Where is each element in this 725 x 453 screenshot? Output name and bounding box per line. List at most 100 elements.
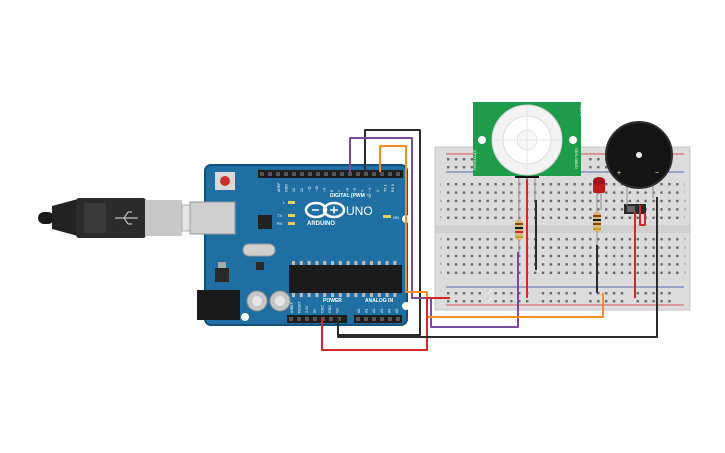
buzzer-minus: − bbox=[655, 170, 659, 177]
row-letter: f bbox=[440, 215, 442, 220]
pin-label: TX 1 bbox=[383, 184, 387, 192]
wire-red-5v bbox=[321, 297, 450, 351]
pin-label: A4 bbox=[387, 309, 391, 313]
pir-model: Rev B bbox=[579, 105, 584, 116]
row-letter: h bbox=[440, 198, 442, 203]
digital-header bbox=[258, 170, 403, 178]
pin-label: 7 bbox=[338, 190, 342, 192]
row-letter: h bbox=[684, 198, 686, 203]
crystal bbox=[242, 243, 276, 257]
row-letter: a bbox=[684, 270, 687, 275]
pin-label: Vin bbox=[336, 308, 340, 313]
l-led bbox=[288, 201, 295, 204]
row-letter: d bbox=[440, 244, 442, 249]
pin-label: 2 bbox=[376, 190, 380, 192]
arduino-logo-icon bbox=[304, 201, 346, 219]
pir-dome bbox=[491, 104, 563, 176]
usb-b-socket bbox=[189, 201, 236, 235]
pin-label: ~6 bbox=[345, 188, 349, 192]
voltage-regulator bbox=[215, 268, 229, 282]
row-letter: b bbox=[440, 261, 443, 266]
pin-label: 12 bbox=[300, 188, 304, 192]
pin-label: 8 bbox=[330, 190, 334, 192]
pin-label: 4 bbox=[361, 190, 365, 192]
pin-label: ~5 bbox=[353, 188, 357, 192]
resistor-2[interactable] bbox=[593, 205, 601, 245]
row-letter: e bbox=[440, 236, 443, 241]
row-letter: g bbox=[440, 206, 442, 211]
reset-button[interactable] bbox=[215, 172, 235, 190]
pin-label: ~9 bbox=[323, 188, 327, 192]
piezo-buzzer[interactable]: + − bbox=[605, 121, 673, 205]
brand-label: ARDUINO bbox=[307, 221, 335, 227]
wire-orange bbox=[379, 145, 604, 318]
power-header bbox=[287, 315, 402, 323]
row-letter: f bbox=[684, 215, 686, 220]
usb-cable bbox=[38, 198, 213, 238]
row-letter: i bbox=[684, 189, 685, 194]
on-label: ON bbox=[393, 215, 399, 220]
pir-part: SEN-08630 bbox=[574, 148, 579, 169]
row-letter: a bbox=[440, 270, 443, 275]
pin-label: GND bbox=[285, 184, 289, 192]
pin-label: A1 bbox=[365, 309, 369, 313]
pin-label: AREF bbox=[277, 182, 281, 192]
pir-brand: PARALLAX bbox=[472, 149, 477, 170]
pin-label: A2 bbox=[372, 309, 376, 313]
row-letter: b bbox=[684, 261, 687, 266]
row-letter: g bbox=[684, 206, 686, 211]
pin-label: A5 bbox=[395, 309, 399, 313]
pin-label: ~10 bbox=[315, 186, 319, 192]
analog-label: ANALOG IN bbox=[365, 298, 393, 304]
rx-led bbox=[288, 222, 295, 225]
pin-label: GND bbox=[320, 305, 324, 313]
row-letter: c bbox=[440, 253, 442, 258]
on-led bbox=[383, 215, 391, 218]
pin-label: A0 bbox=[357, 309, 361, 313]
wire-purple bbox=[349, 137, 519, 328]
slide-switch[interactable] bbox=[624, 204, 646, 214]
led-red[interactable] bbox=[593, 177, 605, 210]
pin-label: RX 0 bbox=[391, 184, 395, 192]
row-letter: j bbox=[439, 181, 441, 186]
usb-chip bbox=[258, 215, 272, 229]
pin-label: 3.3V bbox=[305, 305, 309, 313]
row-letter: d bbox=[684, 244, 686, 249]
pin-label: IOREF bbox=[290, 301, 294, 313]
wires bbox=[321, 129, 658, 351]
wire-black-gnd bbox=[337, 197, 658, 338]
tx-label: TX bbox=[277, 213, 282, 218]
model-label: UNO bbox=[346, 204, 373, 218]
usb-icon bbox=[115, 211, 138, 225]
capacitors bbox=[246, 290, 291, 312]
pin-label: 13 bbox=[292, 188, 296, 192]
pin-label: A3 bbox=[380, 309, 384, 313]
pin-label: GND bbox=[328, 305, 332, 313]
pir-sensor[interactable]: PIR Sensor Rev B SEN-08630 PARALLAX bbox=[472, 102, 590, 200]
wire-red-buzzer-2 bbox=[639, 205, 646, 226]
power-jack bbox=[197, 290, 240, 320]
resistor-1[interactable] bbox=[515, 200, 523, 256]
tx-led bbox=[288, 214, 295, 217]
rx-label: RX bbox=[277, 221, 283, 226]
pin-label: 5V bbox=[313, 308, 317, 313]
row-letter: e bbox=[684, 236, 687, 241]
pin-label: ~3 bbox=[368, 188, 372, 192]
buzzer-plus: + bbox=[617, 170, 621, 177]
row-letter: i bbox=[440, 189, 441, 194]
atmega-chip bbox=[289, 261, 402, 297]
row-letter: j bbox=[683, 181, 685, 186]
pir-title: PIR Sensor bbox=[585, 105, 590, 126]
pin-label: RESET bbox=[298, 300, 302, 313]
l-label: L bbox=[283, 200, 286, 205]
power-label: POWER bbox=[323, 298, 342, 304]
row-letter: c bbox=[684, 253, 686, 258]
pin-label: ~11 bbox=[307, 186, 311, 192]
digital-label: DIGITAL (PWM ~) bbox=[330, 193, 371, 199]
